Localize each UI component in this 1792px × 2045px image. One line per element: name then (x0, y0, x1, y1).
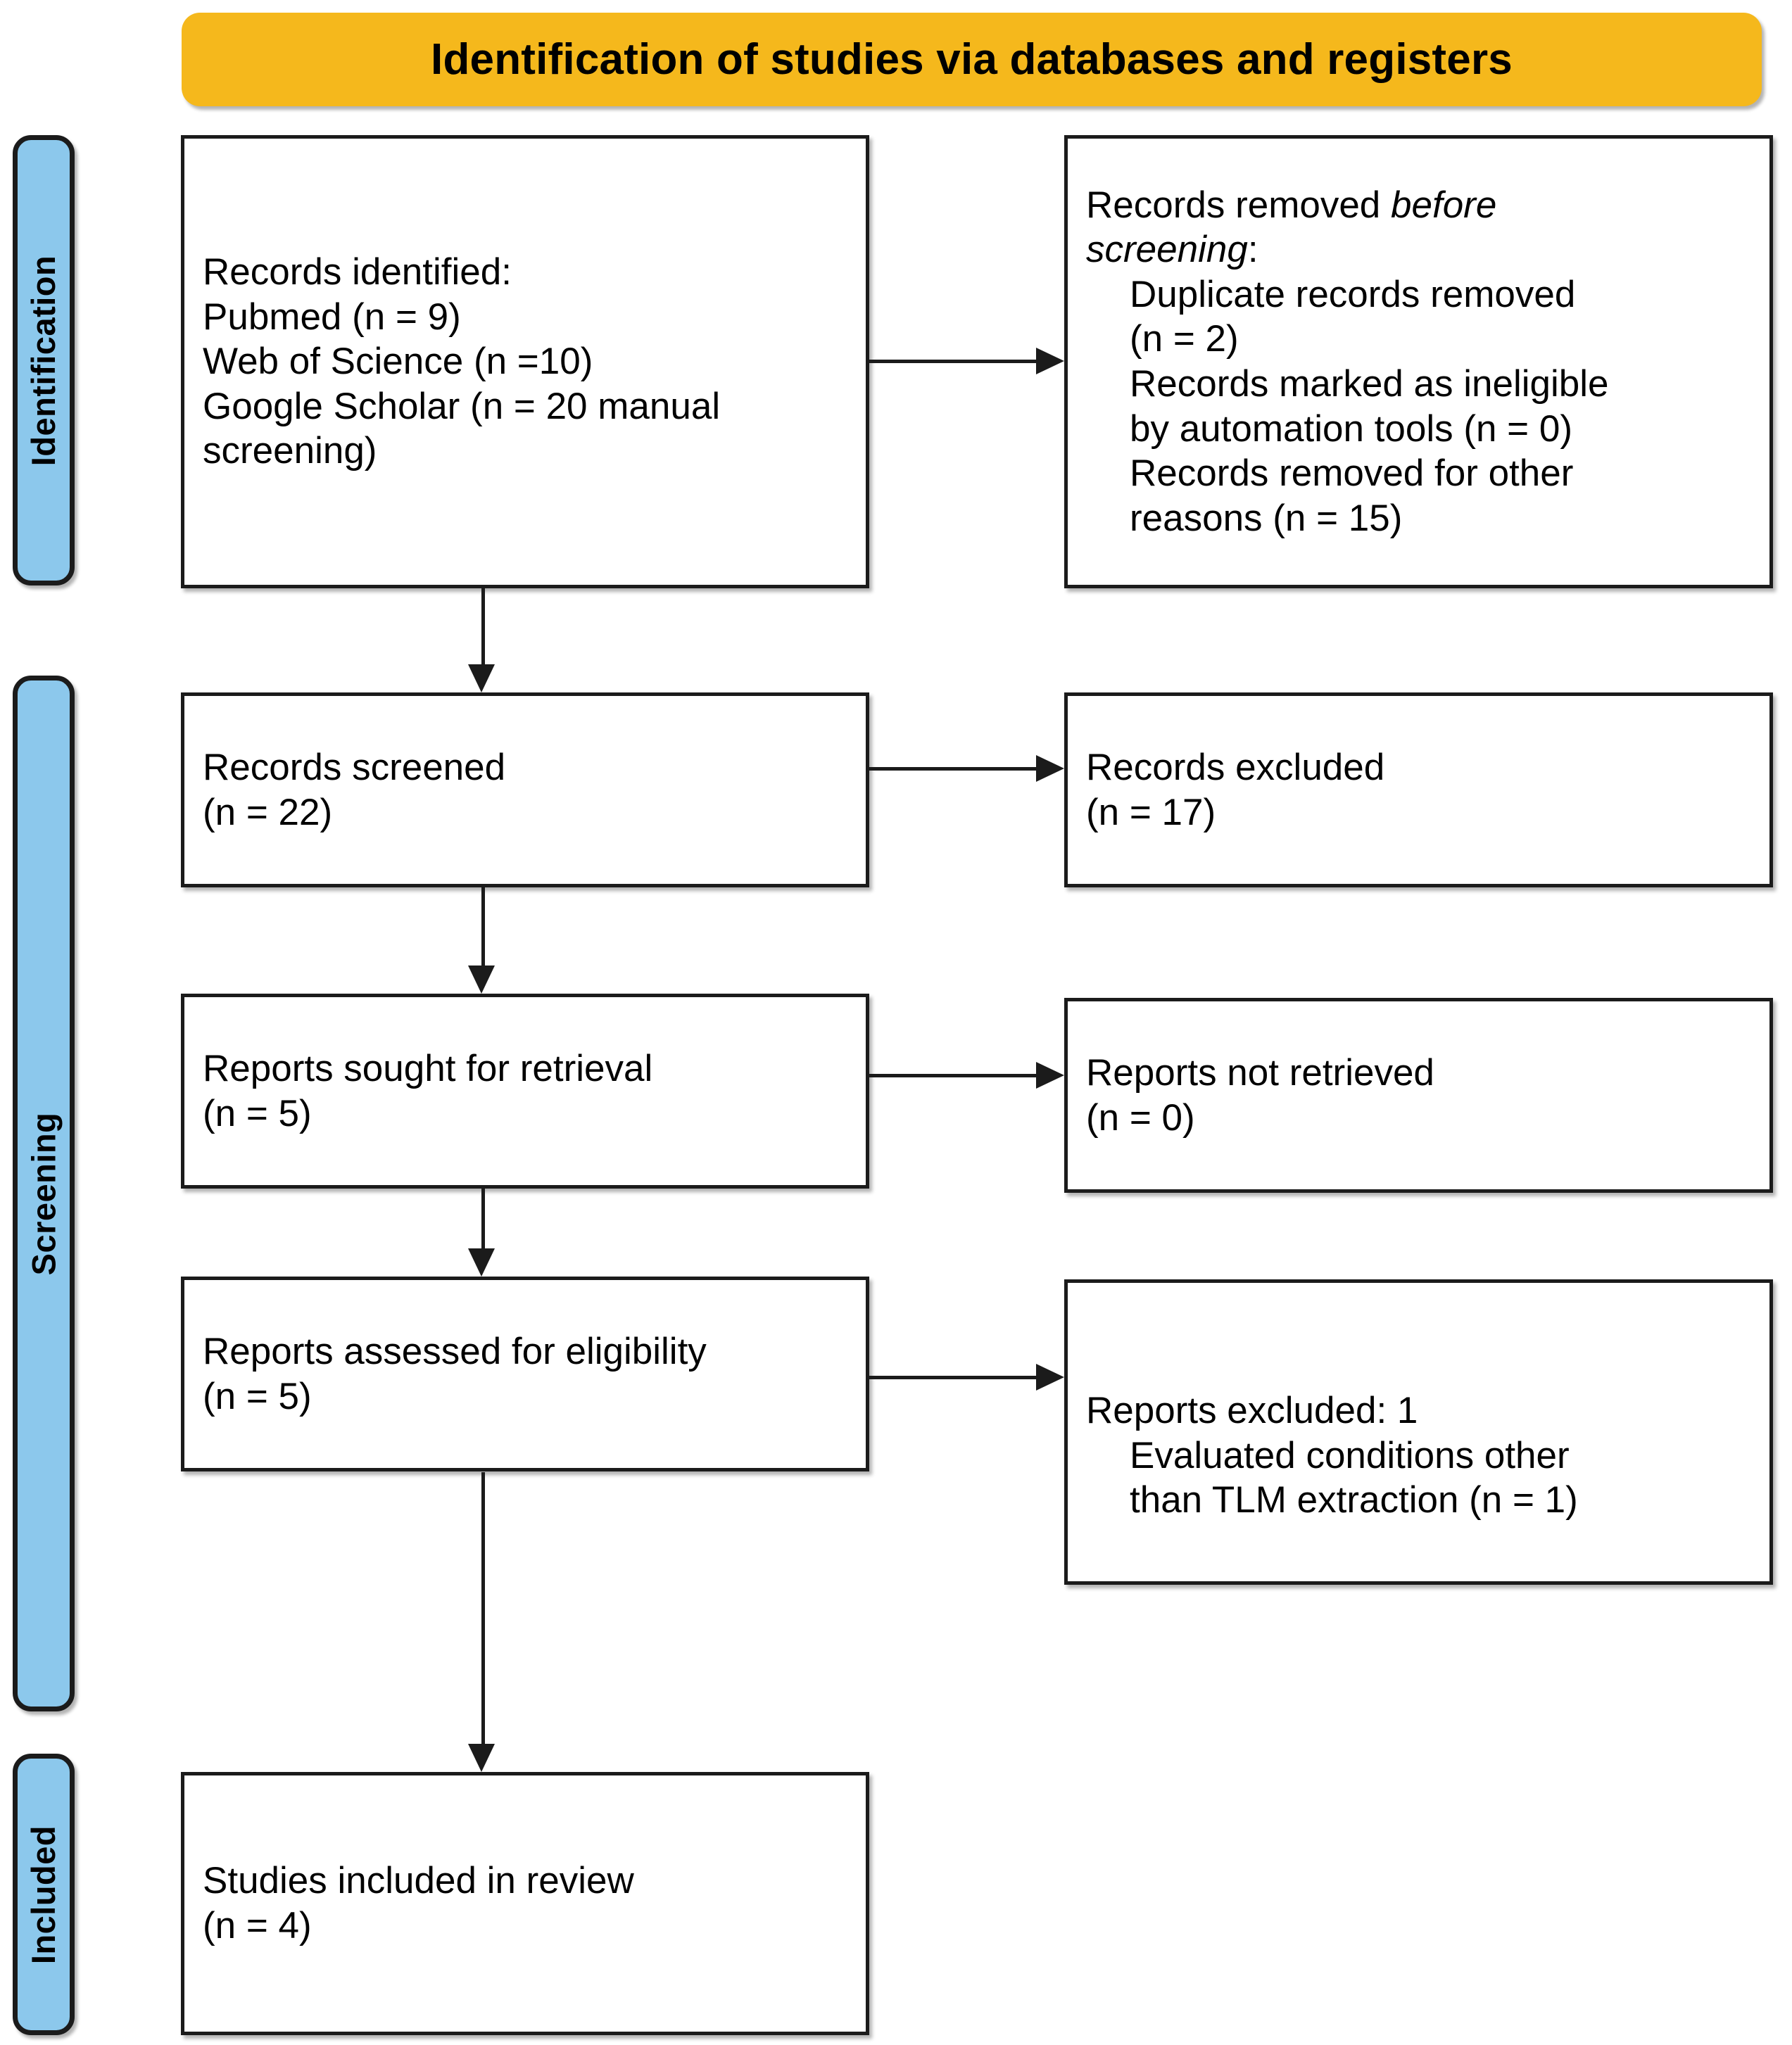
reports-excluded-line-2: Evaluated conditions other (1130, 1434, 1570, 1476)
reports-not-retrieved-line-2: (n = 0) (1086, 1096, 1195, 1139)
reports-assessed-line-2: (n = 5) (203, 1375, 312, 1417)
box-records-identified: Records identified: Pubmed (n = 9) Web o… (181, 135, 869, 588)
stage-label-included-text: Included (25, 1825, 63, 1964)
box-records-removed-before-screening: Records removed before screening: Duplic… (1064, 135, 1773, 588)
records-excluded-line-2: (n = 17) (1086, 791, 1216, 833)
reports-sought-line-2: (n = 5) (203, 1092, 312, 1134)
records-screened-line-2: (n = 22) (203, 791, 333, 833)
box-records-excluded: Records excluded (n = 17) (1064, 692, 1773, 887)
records-removed-line-3: Duplicate records removed (1130, 273, 1576, 315)
reports-not-retrieved-line-1: Reports not retrieved (1086, 1051, 1434, 1094)
stage-label-screening: Screening (13, 676, 75, 1711)
diagram-header-banner: Identification of studies via databases … (182, 13, 1762, 106)
records-removed-line-6: by automation tools (n = 0) (1130, 407, 1572, 450)
records-removed-line-2: screening: (1086, 227, 1751, 272)
stage-label-screening-text: Screening (25, 1112, 63, 1275)
records-identified-line-5: screening) (203, 430, 377, 472)
reports-sought-line-1: Reports sought for retrieval (203, 1047, 653, 1089)
records-removed-line-8: reasons (n = 15) (1130, 497, 1403, 539)
records-removed-line-7: Records removed for other (1130, 452, 1574, 495)
diagram-title: Identification of studies via databases … (431, 35, 1513, 84)
records-identified-line-3: Web of Science (n =10) (203, 341, 593, 383)
box-reports-sought-for-retrieval: Reports sought for retrieval (n = 5) (181, 994, 869, 1189)
studies-included-line-2: (n = 4) (203, 1905, 312, 1946)
stage-label-included: Included (13, 1754, 75, 2035)
records-identified-line-4: Google Scholar (n = 20 manual (203, 385, 721, 427)
records-removed-line-1: Records removed before (1086, 183, 1751, 228)
records-excluded-line-1: Records excluded (1086, 746, 1385, 788)
records-identified-line-2: Pubmed (n = 9) (203, 296, 461, 338)
records-removed-line-4: (n = 2) (1130, 318, 1239, 360)
stage-label-identification: Identification (13, 135, 75, 585)
stage-label-identification-text: Identification (25, 255, 63, 466)
records-identified-line-1: Records identified: (203, 251, 512, 293)
box-reports-assessed-for-eligibility: Reports assessed for eligibility (n = 5) (181, 1277, 869, 1471)
reports-assessed-line-1: Reports assessed for eligibility (203, 1330, 707, 1372)
records-removed-line-1-emph: before (1391, 184, 1497, 226)
box-studies-included-in-review: Studies included in review (n = 4) (181, 1772, 869, 2035)
records-removed-line-1-text: Records removed (1086, 184, 1392, 226)
box-reports-not-retrieved: Reports not retrieved (n = 0) (1064, 998, 1773, 1193)
reports-excluded-line-1: Reports excluded: 1 (1086, 1390, 1418, 1431)
records-screened-line-1: Records screened (203, 746, 506, 788)
reports-excluded-line-3: than TLM extraction (n = 1) (1130, 1479, 1578, 1521)
records-removed-line-2-emph: screening (1086, 229, 1248, 271)
studies-included-line-1: Studies included in review (203, 1860, 634, 1902)
records-removed-line-2-tail: : (1247, 229, 1258, 271)
box-reports-excluded: Reports excluded: 1 Evaluated conditions… (1064, 1279, 1773, 1585)
records-removed-line-5: Records marked as ineligible (1130, 363, 1609, 405)
box-records-screened: Records screened (n = 22) (181, 692, 869, 887)
